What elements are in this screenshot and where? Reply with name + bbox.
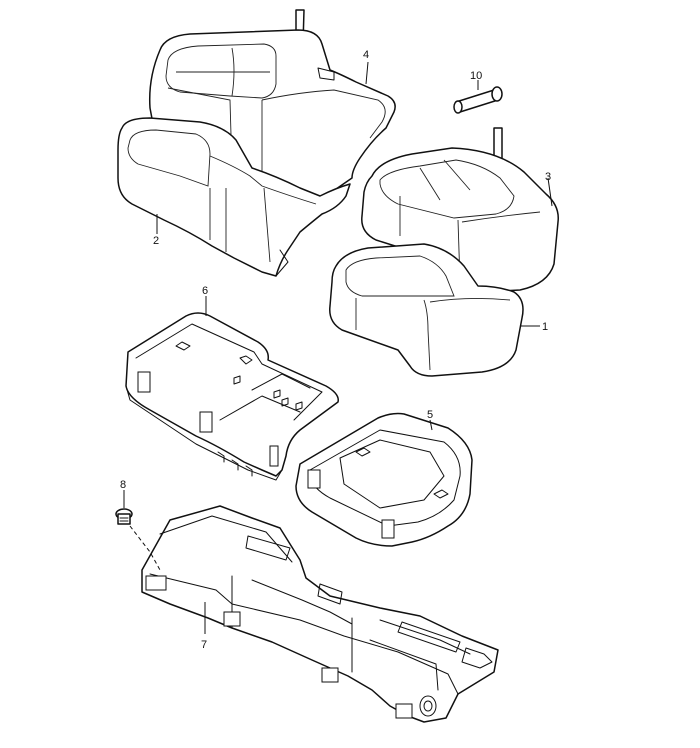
part-8-bolt [115,508,133,525]
frame-right-body [295,412,473,547]
leader-5 [429,419,433,431]
callout-5: 5 [427,409,433,421]
backrest-right-body [361,147,559,293]
callout-3: 3 [545,171,551,183]
part-6-frame-left [125,312,339,481]
callout-8: 8 [120,479,126,491]
part-5-frame-right [295,412,473,547]
cushion-body-shape [117,117,351,277]
frame-left-body [125,312,339,477]
base-frame-body [141,505,499,723]
part-3-backrest-right [361,127,559,293]
callout-6: 6 [202,285,208,297]
callout-10: 10 [470,70,482,82]
part-10-pin [453,86,503,114]
callout-2: 2 [153,235,159,247]
callout-4: 4 [363,49,369,61]
callout-1: 1 [542,321,548,333]
part-7-base-frame [141,505,499,723]
leader-3 [547,177,553,207]
callout-7: 7 [201,639,207,651]
part-2-cushion-left [117,117,351,277]
part-1-cushion-right [329,243,524,377]
bolt-assembly-path [129,525,161,571]
leader-4 [365,61,369,85]
